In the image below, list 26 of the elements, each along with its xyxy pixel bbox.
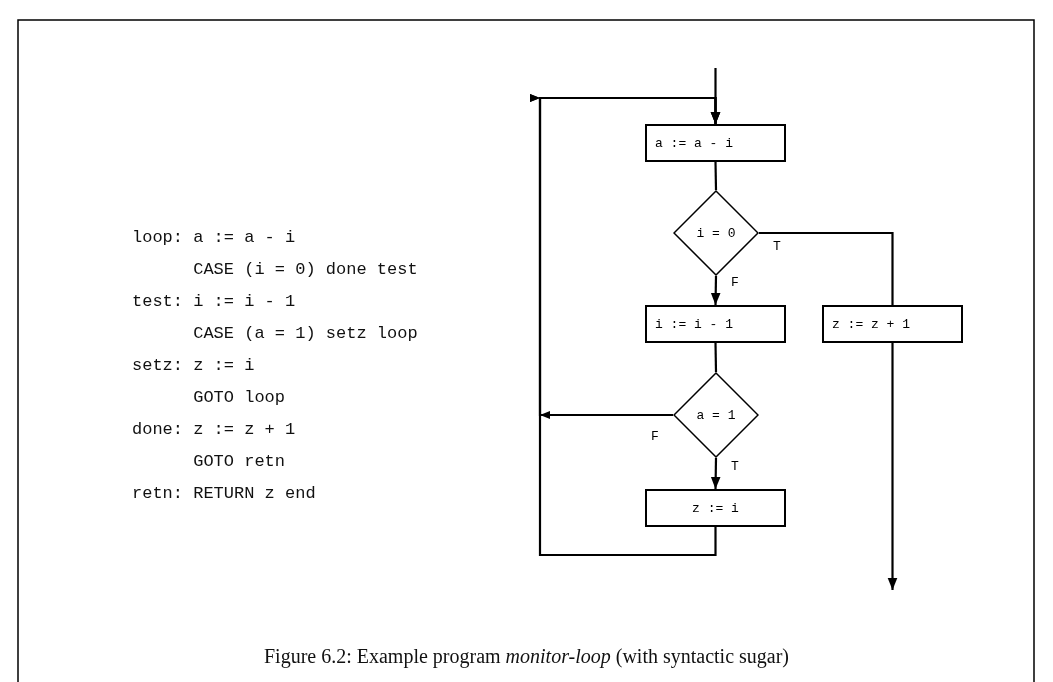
code-line: setz: z := i: [132, 356, 255, 375]
process-box: [645, 124, 786, 162]
decision-diamond: [673, 372, 759, 458]
process-box: [822, 305, 963, 343]
process-box: [645, 305, 786, 343]
node-text: a = 1: [696, 407, 736, 423]
code-line: CASE (i = 0) done test: [193, 260, 418, 279]
node-text: z := z + 1: [832, 316, 910, 332]
node-text: i = 0: [696, 225, 736, 241]
arrow: [530, 94, 721, 557]
code-line: test: i := i - 1: [132, 292, 296, 311]
code-line: GOTO retn: [193, 452, 285, 471]
code-line: retn: RETURN z end: [132, 484, 316, 503]
node-text: i := i - 1: [655, 316, 733, 332]
node-text: z := i: [692, 500, 739, 516]
arrow: [710, 276, 721, 305]
code-line: loop: a := a - i: [132, 228, 296, 247]
process-box: [645, 489, 786, 527]
code-line: CASE (a = 1) setz loop: [193, 324, 418, 343]
arrow: [710, 458, 721, 489]
decision-diamond: [673, 190, 759, 276]
code-line: done: z := z + 1: [132, 420, 296, 439]
code-line: GOTO loop: [193, 388, 285, 407]
arrow: [887, 343, 898, 590]
figure-caption: Figure 6.2: Example program monitor-loop (with syntactic sugar): [262, 645, 791, 668]
node-text: a := a - i: [655, 135, 733, 151]
